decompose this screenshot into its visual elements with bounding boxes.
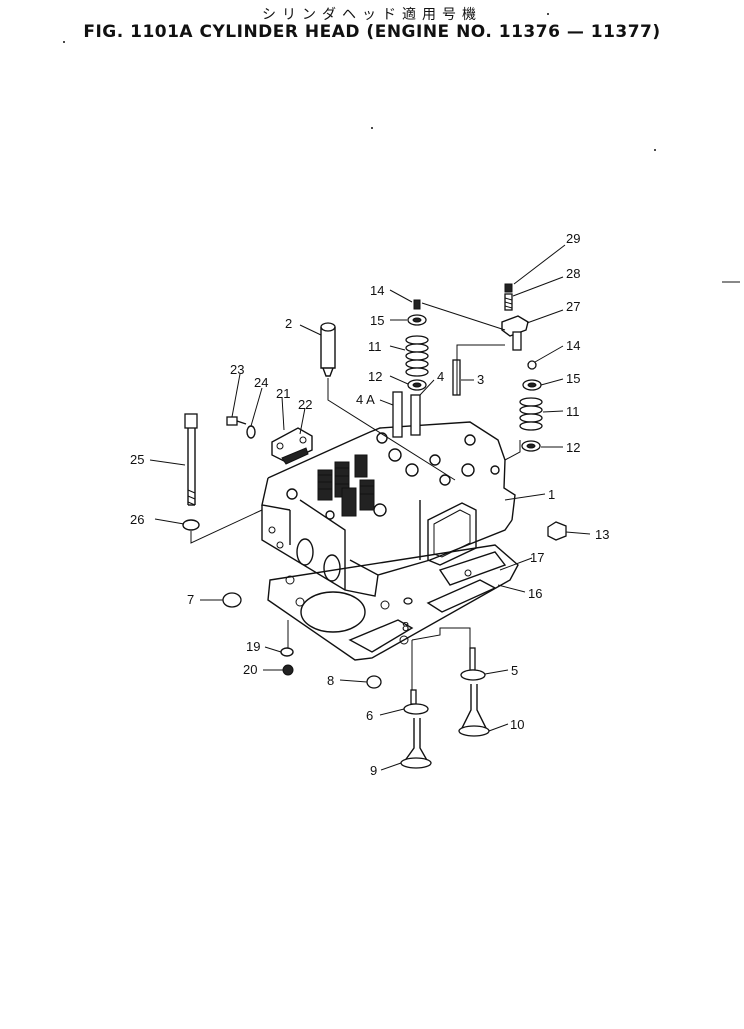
valve-guide-4 [410,394,421,436]
callout-23: 23 [230,362,244,377]
expansion-plug-7 [222,592,242,608]
callout-19: 19 [246,639,260,654]
callout-11-left: 11 [368,339,382,354]
nozzle-holder-sleeve [320,322,336,377]
drain-plug-20 [282,664,294,676]
head-bolt [184,413,198,506]
leader-lines [149,244,591,771]
callout-8-upper: 8 [402,619,409,634]
o-ring-19 [280,647,294,657]
expansion-plug-8b [403,597,413,605]
callout-28: 28 [566,266,580,281]
callout-4: 4 [437,369,444,384]
callout-14-left: 14 [370,283,384,298]
expansion-plug-8a [366,675,382,689]
leader-3 [456,344,505,395]
callout-26: 26 [130,512,144,527]
callout-2: 2 [285,316,292,331]
callout-8-lower: 8 [327,673,334,688]
callout-14-right: 14 [566,338,580,353]
valve-guide-4a [392,391,403,438]
valve-assembly-left [405,299,506,391]
callout-4a: 4 A [356,392,375,407]
callout-12-left: 12 [368,369,382,384]
callout-12-right: 12 [566,440,580,455]
exhaust-valve [411,627,490,737]
callout-9: 9 [370,763,377,778]
callout-20: 20 [243,662,257,677]
leader-2-body [327,378,456,481]
scan-specks [63,13,740,283]
callout-11-right: 11 [566,404,580,419]
intake-valve [400,640,432,769]
callout-labels: 1 2 3 4 4 A 5 6 7 8 8 9 10 11 11 12 12 1… [130,231,609,778]
callout-17: 17 [530,550,544,565]
callout-15-right: 15 [566,371,580,386]
figure-title: FIG. 1101A CYLINDER HEAD (ENGINE NO. 113… [83,22,661,42]
head-gasket [267,544,519,661]
cap-nut [547,521,567,541]
callout-25: 25 [130,452,144,467]
callout-13: 13 [595,527,609,542]
callout-3: 3 [477,372,484,387]
title-japanese: シリンダヘッド適用号機 [262,7,482,23]
callout-1: 1 [548,487,555,502]
valve-assembly-right [501,283,543,461]
callout-10: 10 [510,717,524,732]
callout-7: 7 [187,592,194,607]
callout-5: 5 [511,663,518,678]
bolt-washer [182,519,200,531]
callout-16: 16 [528,586,542,601]
callout-22: 22 [298,397,312,412]
cover-plate-assembly [226,416,313,465]
callout-29: 29 [566,231,580,246]
cylinder-head-body [261,421,516,597]
callout-24: 24 [254,375,268,390]
callout-6: 6 [366,708,373,723]
callout-15-left: 15 [370,313,384,328]
callout-27: 27 [566,299,580,314]
leader-26-body [190,509,263,544]
callout-21: 21 [276,386,290,401]
